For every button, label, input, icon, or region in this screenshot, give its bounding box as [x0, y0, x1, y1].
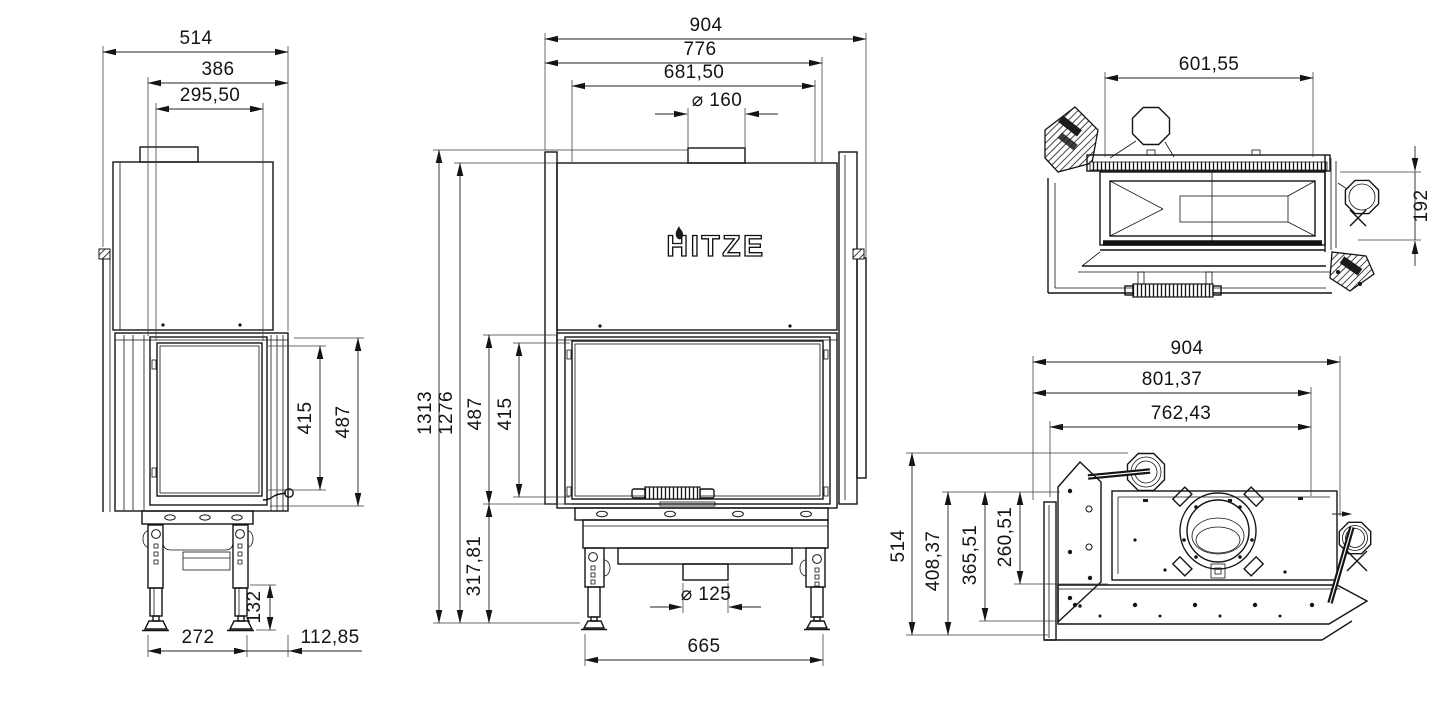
side-view: 514 386 295,50 415 487 132 — [98, 28, 364, 657]
dim-front-overall-width: 904 — [690, 15, 723, 36]
dim-section-glass-depth: 192 — [1411, 190, 1432, 223]
dim-front-base-height: 317,81 — [464, 536, 485, 597]
dim-side-door-height: 487 — [333, 406, 354, 439]
dim-side-front-overhang: 112,85 — [300, 627, 359, 648]
dim-top-inner-width: 762,43 — [1151, 403, 1212, 424]
glass-section-view: 601,55 192 — [1044, 54, 1432, 298]
side-view-body — [98, 146, 294, 632]
dim-front-flue-diameter: ⌀ 160 — [692, 90, 742, 111]
side-view-dimensions: 514 386 295,50 415 487 132 — [102, 28, 364, 657]
front-view: HITZE — [415, 15, 867, 666]
dim-top-overall-width: 904 — [1171, 338, 1204, 359]
dim-front-door-height: 487 — [465, 398, 486, 431]
top-view: 904 801,37 762,43 514 408,37 365,51 — [888, 338, 1372, 641]
dim-side-body-depth: 386 — [202, 59, 235, 80]
dim-top-body-width: 801,37 — [1142, 369, 1203, 390]
dim-side-glass-height: 415 — [295, 402, 316, 435]
dim-front-body-width: 776 — [684, 39, 717, 60]
dim-side-flue-offset: 295,50 — [180, 85, 241, 106]
dim-front-glass-height: 415 — [495, 398, 516, 431]
front-view-dimensions: 904 776 681,50 ⌀ 160 1313 1276 — [415, 15, 867, 666]
dim-top-overall-depth: 514 — [888, 530, 909, 563]
dim-front-air-inlet-diameter: ⌀ 125 — [681, 584, 731, 605]
dim-top-mid-depth: 365,51 — [960, 525, 981, 586]
glass-section-body — [1044, 106, 1380, 298]
front-view-body: HITZE — [544, 147, 867, 631]
dim-section-glass-width: 601,55 — [1179, 54, 1240, 75]
dim-front-body-height: 1276 — [436, 391, 457, 435]
dim-top-inner-depth: 260,51 — [995, 507, 1016, 568]
dim-front-flue-center: 681,50 — [664, 62, 725, 83]
top-view-dimensions: 904 801,37 762,43 514 408,37 365,51 — [888, 338, 1341, 636]
top-view-body — [1043, 452, 1372, 641]
glass-section-dimensions: 601,55 192 — [1104, 54, 1432, 266]
dim-side-overall-depth: 514 — [180, 28, 213, 49]
dim-front-leg-spacing: 665 — [688, 636, 721, 657]
dim-top-body-depth: 408,37 — [923, 531, 944, 592]
dim-side-leg-spacing: 272 — [182, 627, 215, 648]
logo-flame-icon — [675, 226, 684, 240]
dim-front-overall-height: 1313 — [415, 391, 436, 435]
dim-side-foot-height: 132 — [244, 591, 265, 624]
